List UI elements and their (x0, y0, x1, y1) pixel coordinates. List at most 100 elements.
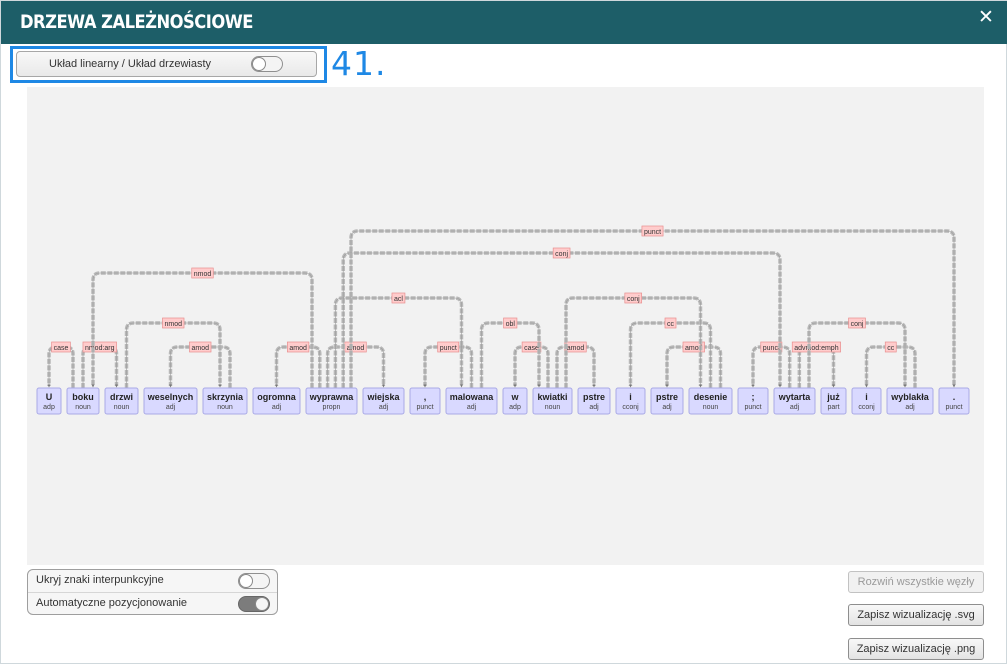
token-word: drzwi (110, 392, 133, 402)
token-node[interactable]: ;punct (737, 387, 769, 415)
arc-label[interactable]: nmod:arg (82, 341, 117, 353)
token-node[interactable]: ogromna adj (252, 387, 301, 415)
arc-label[interactable]: punct (641, 225, 664, 237)
token-word: desenie (694, 392, 728, 402)
arc-label[interactable]: nmod (191, 267, 214, 279)
arc-label-text: cc (667, 321, 675, 328)
close-icon[interactable]: ✕ (978, 7, 994, 28)
arc-label[interactable]: conj (848, 317, 866, 329)
arc-label[interactable]: amod (564, 341, 587, 353)
arc-label-text: amod (347, 345, 365, 352)
dependency-arc (124, 321, 222, 388)
dependency-arc (807, 321, 907, 388)
dependency-arc-line (799, 346, 835, 388)
auto-position-option[interactable]: Automatyczne pozycjonowanie (28, 592, 277, 614)
arc-label[interactable]: case (51, 341, 71, 353)
token-pos: adj (379, 404, 389, 411)
dialog-header: DRZEWA ZALEŻNOŚCIOWE ✕ (1, 1, 1007, 44)
token-word: ogromna (257, 392, 296, 402)
layout-toggle-button[interactable]: Układ linearny / Układ drzewiasty (16, 51, 317, 77)
arc-label[interactable]: amod (682, 341, 705, 353)
dependency-arc-line (481, 322, 541, 388)
token-node[interactable]: wyprawna propn (305, 387, 358, 415)
dependency-arc-line (342, 252, 782, 388)
token-node-box (886, 387, 934, 415)
token-node[interactable]: ,punct (409, 387, 441, 415)
arc-label[interactable]: advmod:emph (791, 341, 841, 353)
arc-label-box (503, 317, 518, 329)
arc-label[interactable]: nmod (162, 317, 185, 329)
hide-punct-option[interactable]: Ukryj znaki interpunkcyjne (28, 570, 277, 592)
token-node-box (773, 387, 816, 415)
token-pos: noun (545, 404, 561, 411)
hide-punct-toggle[interactable] (238, 573, 270, 589)
arc-label[interactable]: amod (287, 341, 310, 353)
auto-position-toggle[interactable] (238, 596, 270, 612)
token-pos: punct (744, 404, 761, 411)
token-word: U (46, 392, 53, 402)
arc-label-box (641, 225, 664, 237)
arc-label[interactable]: amod (344, 341, 367, 353)
save-png-button[interactable]: Zapisz wizualizację .png (848, 638, 984, 660)
arc-label[interactable]: conj (624, 292, 643, 304)
layout-toggle-switch[interactable] (251, 56, 283, 72)
tree-canvas[interactable]: case nmod:arg amod amod amod punct case amod amo… (27, 87, 984, 565)
arc-label[interactable]: conj (552, 247, 571, 259)
arc-label[interactable]: amod (189, 341, 212, 353)
annotation-number: 41. (331, 44, 387, 83)
token-node[interactable]: .punct (938, 387, 970, 415)
dependency-arc (479, 321, 541, 388)
expand-all-nodes-button[interactable]: Rozwiń wszystkie węzły (848, 571, 984, 593)
arc-label[interactable]: punct (760, 341, 783, 353)
arc-label-text: advmod:emph (794, 345, 838, 352)
arc-label-text: cc (887, 345, 895, 352)
save-svg-button[interactable]: Zapisz wizualizację .svg (848, 604, 984, 626)
arc-label[interactable]: case (521, 341, 542, 353)
arc-label-box (791, 341, 841, 353)
token-word: boku (72, 392, 94, 402)
token-pos: adj (272, 404, 282, 411)
toggle-knob (255, 597, 269, 611)
arc-label[interactable]: obl (503, 317, 518, 329)
arc-label-text: case (524, 345, 539, 352)
token-pos: adj (467, 404, 477, 411)
dependency-arc (423, 345, 474, 388)
token-pos: noun (217, 404, 233, 411)
token-word: wyprawna (309, 392, 355, 402)
token-node-box (409, 387, 441, 415)
token-node-box (502, 387, 528, 415)
token-word: wytarta (778, 392, 812, 402)
arc-label[interactable]: cc (664, 317, 677, 329)
dependency-arc-line (629, 322, 711, 388)
token-pos: propn (323, 404, 341, 411)
arc-label[interactable]: acl (391, 292, 406, 304)
token-node-box (36, 387, 62, 415)
token-node-box (445, 387, 498, 415)
arc-label[interactable]: punct (437, 341, 460, 353)
dependency-arc (81, 345, 119, 388)
arc-label-text: punct (644, 229, 661, 236)
arc-label[interactable]: cc (884, 341, 897, 353)
token-node-box (202, 387, 248, 415)
token-word: już (826, 392, 840, 402)
arc-label-box (437, 341, 460, 353)
token-word: weselnych (147, 392, 194, 402)
toggle-knob (239, 574, 253, 588)
